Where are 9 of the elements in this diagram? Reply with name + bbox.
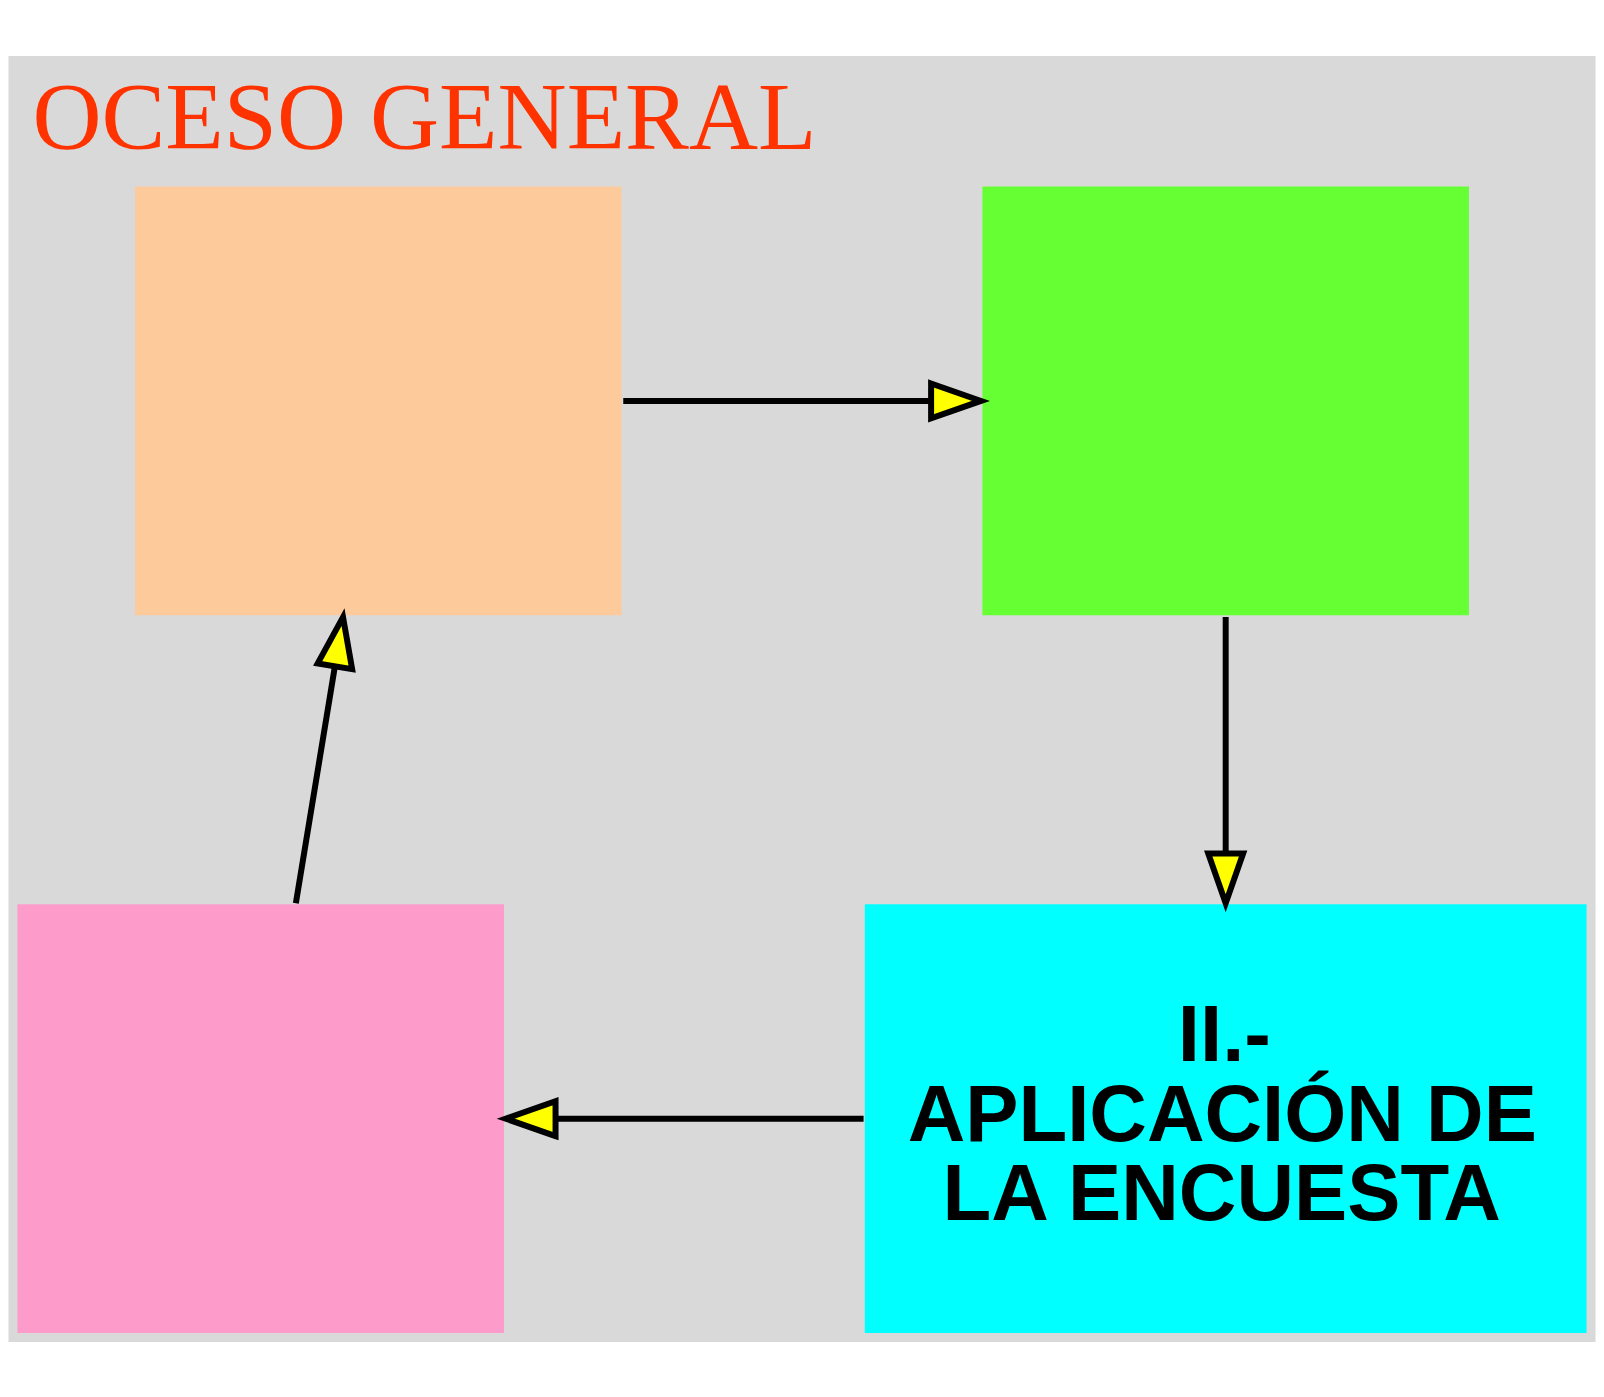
node-box	[133, 184, 624, 617]
node-box	[15, 901, 506, 1335]
arrow	[292, 607, 356, 904]
arrow	[1204, 616, 1248, 912]
node-box: II.- APLICACIÓN DE LA ENCUESTA	[862, 901, 1589, 1335]
arrow	[623, 378, 990, 423]
diagram-title: OCESO GENERAL	[32, 63, 817, 170]
node-box	[980, 184, 1471, 617]
arrow	[496, 1096, 864, 1140]
